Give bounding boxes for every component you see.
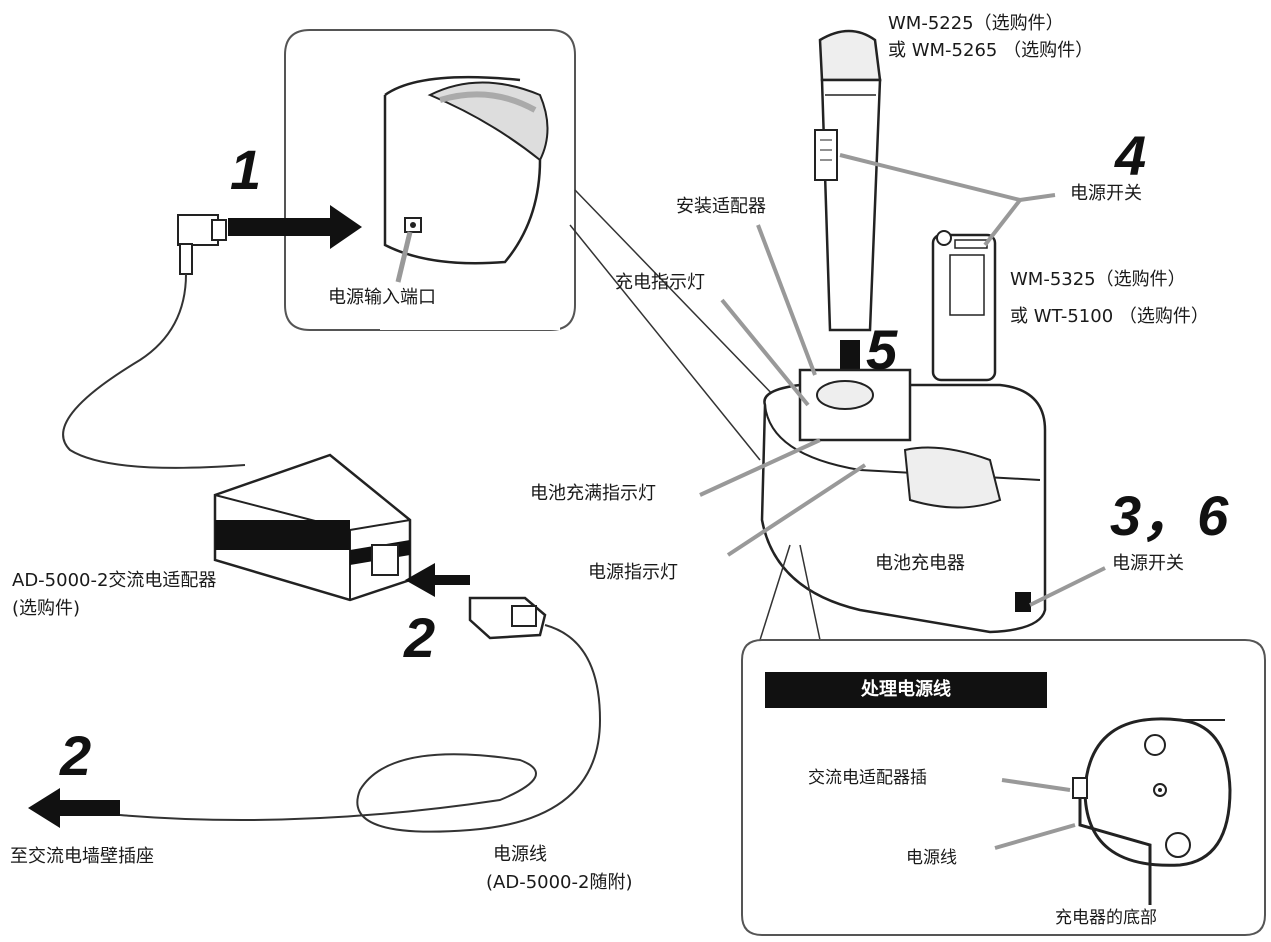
label-power-input-port: 电源输入端口 [328,287,436,308]
label-mic-model-2: 或 WM-5265 （选购件） [888,40,1094,61]
label-to-wall-outlet: 至交流电墙壁插座 [10,846,154,867]
step-number-2-adapter: 2 [404,606,436,669]
label-charge-indicator: 充电指示灯 [615,272,705,293]
step-number-4: 4 [1115,124,1147,187]
battery-charger [760,368,1047,634]
label-adapter-1: AD-5000-2交流电适配器 [12,570,217,591]
arrow-step-1 [228,205,362,249]
handheld-microphone [814,29,882,332]
ac-adapter [213,453,412,602]
arrow-step-2-adapter [405,563,470,597]
inset-label-ac-plug: 交流电适配器插 [808,768,927,788]
ac-power-cord [119,596,602,833]
label-full-indicator: 电池充满指示灯 [530,483,656,504]
label-power-switch-mic: 电源开关 [1070,183,1142,204]
step-number-1: 1 [230,138,262,201]
dc-plug [62,214,246,469]
inset-title-banner: 处理电源线 [765,672,1047,708]
label-mount-adapter: 安装适配器 [676,196,766,217]
step-number-3-6: 3，6 [1110,484,1229,547]
label-bodypack-model-2: 或 WT-5100 （选购件） [1010,306,1209,327]
inset-label-power-cord: 电源线 [906,848,957,868]
cord-handling-inset [741,639,1266,936]
port-detail-panel [284,29,576,331]
step-number-5: 5 [866,318,898,381]
step-number-2-wall: 2 [60,724,92,787]
inset-label-charger-bottom: 充电器的底部 [1055,908,1157,928]
label-power-indicator: 电源指示灯 [588,562,678,583]
arrow-to-wall [28,788,120,828]
label-bodypack-model-1: WM-5325（选购件） [1010,269,1186,290]
label-power-cord-2: (AD-5000-2随附) [486,872,633,893]
label-power-switch-charger: 电源开关 [1112,553,1184,574]
bodypack-transmitter [931,230,997,382]
label-mic-model-1: WM-5225（选购件） [888,13,1064,34]
label-power-cord-1: 电源线 [493,844,547,865]
label-battery-charger: 电池充电器 [875,553,965,574]
label-adapter-2: (选购件) [12,598,81,619]
